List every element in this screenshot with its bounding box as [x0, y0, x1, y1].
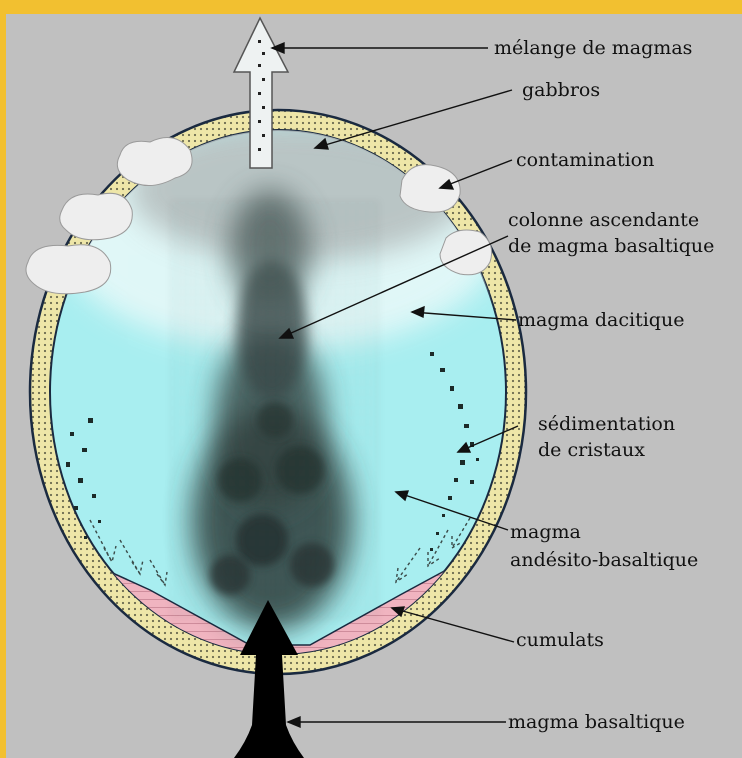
label-gabbros: gabbros	[522, 79, 600, 101]
label-andesito-line1: magma	[510, 521, 581, 543]
label-colonne-line1: colonne ascendante	[508, 209, 699, 231]
label-basaltique: magma basaltique	[508, 711, 685, 733]
basaltic-plume	[170, 190, 380, 630]
label-cumulats: cumulats	[516, 629, 604, 651]
label-colonne-line2: de magma basaltique	[508, 235, 714, 257]
label-andesito-line2: andésito-basaltique	[510, 549, 698, 571]
label-dacitique: magma dacitique	[518, 309, 684, 331]
label-sedimentation-line2: de cristaux	[538, 439, 645, 461]
label-contamination: contamination	[516, 149, 654, 171]
label-melange: mélange de magmas	[494, 37, 692, 59]
label-sedimentation-line1: sédimentation	[538, 413, 675, 435]
